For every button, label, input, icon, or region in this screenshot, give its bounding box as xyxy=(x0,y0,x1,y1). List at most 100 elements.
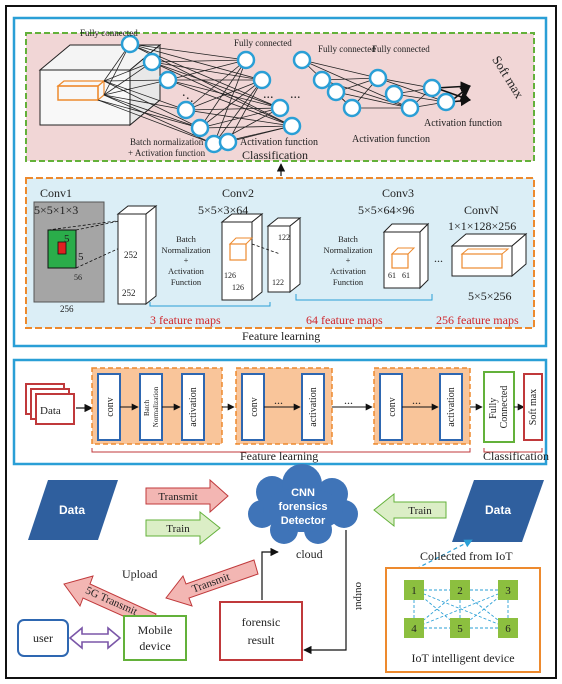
neuron xyxy=(400,98,420,118)
kernel-size-b: 5 xyxy=(78,251,84,263)
size-122a: 122 xyxy=(278,233,290,242)
forensic-line-2: result xyxy=(248,633,275,647)
neuron xyxy=(218,132,238,152)
cloud-icon xyxy=(248,464,358,544)
bn-note-line: Function xyxy=(171,277,202,287)
feature-maps-64: 64 feature maps xyxy=(306,313,383,327)
size-256: 256 xyxy=(60,304,74,314)
kernel-size-a: 5 xyxy=(64,233,70,245)
cloud-line-2: forensics xyxy=(279,501,328,513)
batch-norm-line: Normalization xyxy=(152,386,160,427)
iot-node-label: 4 xyxy=(411,623,417,635)
user-box xyxy=(17,619,69,657)
neuron xyxy=(282,116,302,136)
classification-title: Classification xyxy=(242,148,308,162)
size-56: 56 xyxy=(74,273,82,282)
activation-layer xyxy=(439,373,463,441)
train-left-label: Train xyxy=(166,523,190,535)
layer-ellipsis: ... xyxy=(412,393,421,407)
size-122b: 122 xyxy=(272,278,284,287)
classification-input-block xyxy=(38,43,162,127)
fc-label-1: Fully connected xyxy=(80,28,138,38)
iot-node-label: 2 xyxy=(457,585,463,597)
cloud-line-1: CNN xyxy=(291,487,315,499)
transmit-arrow-top xyxy=(145,478,229,514)
conv2-block xyxy=(220,212,264,302)
feature-maps-256: 256 feature maps xyxy=(436,313,519,327)
iot-node-2 xyxy=(450,580,470,600)
train-arrow-left xyxy=(145,510,221,546)
conv3-label: Conv3 xyxy=(382,186,414,200)
convn-block xyxy=(450,232,528,278)
iot-label: IoT intelligent device xyxy=(411,651,514,665)
neuron xyxy=(326,82,346,102)
cloud-line-3: Detector xyxy=(281,515,326,527)
iot-node-1 xyxy=(404,580,424,600)
softmax-box-label: Soft max xyxy=(528,389,539,425)
bn-note-line: + xyxy=(184,255,189,265)
neuron xyxy=(190,118,210,138)
fc-label-4: Fully connected xyxy=(372,44,430,54)
batch-norm-line: Batch xyxy=(143,399,151,416)
data-left-shape xyxy=(28,480,118,540)
conv1-dashed-lines xyxy=(47,219,125,269)
bn-label-1: Batch normalization xyxy=(130,137,204,147)
data-left-label: Data xyxy=(59,503,85,517)
pipeline-feature-label: Feature learning xyxy=(240,449,318,463)
layer-ellipsis: ... xyxy=(344,393,353,407)
neuron xyxy=(270,98,290,118)
activation-layer xyxy=(181,373,205,441)
iot-node-label: 1 xyxy=(411,585,417,597)
conv-layer-label: conv xyxy=(105,397,116,416)
neuron xyxy=(342,98,362,118)
fc-line: Fully xyxy=(488,398,499,419)
activation-label-1: Activation function xyxy=(240,137,318,148)
activation-layer-label: activation xyxy=(308,387,319,426)
bn-note-line: Normalization xyxy=(161,245,211,255)
conv1-dims: 5×5×1×3 xyxy=(34,203,78,217)
pipeline-class-label: Classification xyxy=(483,449,549,463)
conv3-ellipsis: ... xyxy=(434,251,443,265)
activation-layer-label: activation xyxy=(188,387,199,426)
iot-node-5 xyxy=(450,618,470,638)
bn-note-line: Function xyxy=(333,277,364,287)
fully-connected-label: Fully Connected xyxy=(488,386,510,429)
neurons xyxy=(120,34,456,154)
conv-layer-label: conv xyxy=(387,397,398,416)
forensic-line-1: forensic xyxy=(242,615,281,629)
batch-norm-label: Batch Normalization xyxy=(143,386,160,427)
conv1-output-block xyxy=(116,204,158,306)
feature-map-brackets xyxy=(149,294,433,307)
size-61a: 61 xyxy=(388,271,396,280)
conv3-block xyxy=(382,222,430,290)
forensic-result-box xyxy=(219,601,303,661)
upload-label: Upload xyxy=(122,567,157,581)
iot-node-label: 3 xyxy=(505,585,511,597)
bn-note-line: + xyxy=(346,255,351,265)
transmit-diag-label: Transmit xyxy=(190,571,231,596)
neuron xyxy=(384,84,404,104)
mobile-line-2: device xyxy=(139,639,170,653)
neuron xyxy=(422,78,442,98)
neuron xyxy=(142,52,162,72)
neuron xyxy=(436,92,456,112)
bn-note-conv2: Batch Normalization + Activation Functio… xyxy=(161,234,211,287)
size-126a: 126 xyxy=(224,271,236,280)
out-dims: 5×5×256 xyxy=(468,289,512,303)
conv2-block-2 xyxy=(266,216,302,294)
fc-label-3: Fully connected xyxy=(318,44,376,54)
conv3-dims: 5×5×64×96 xyxy=(358,203,414,217)
bn-note-conv3: Batch Normalization + Activation Functio… xyxy=(323,234,373,287)
conv1-label: Conv1 xyxy=(40,186,72,200)
iot-node-label: 6 xyxy=(505,623,511,635)
input-image xyxy=(33,201,105,303)
conv-layer-label: conv xyxy=(249,397,260,416)
svg-text:.: . xyxy=(190,91,194,106)
svg-text:.: . xyxy=(186,88,190,103)
iot-node-3 xyxy=(498,580,518,600)
bn-note-line: Normalization xyxy=(323,245,373,255)
data-right-shape xyxy=(452,480,544,542)
iot-node-6 xyxy=(498,618,518,638)
size-61b: 61 xyxy=(402,271,410,280)
cloud-label: cloud xyxy=(296,547,323,561)
